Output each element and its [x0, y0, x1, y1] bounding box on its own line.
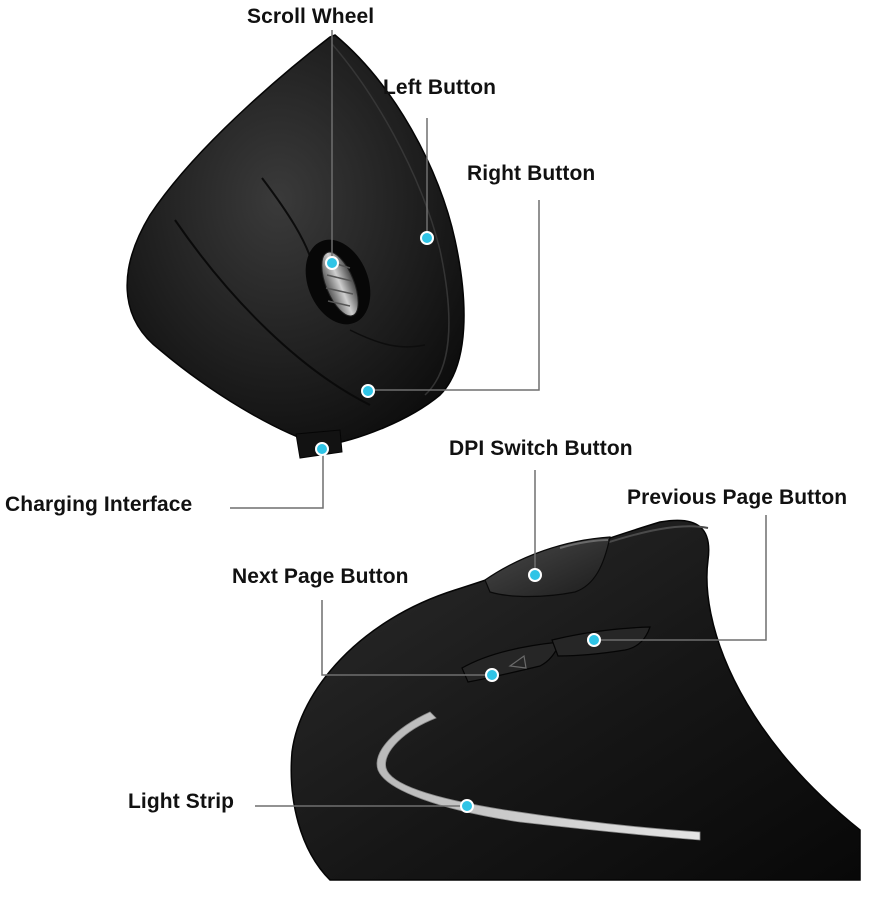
label-next-page-button: Next Page Button	[232, 565, 409, 589]
label-light-strip: Light Strip	[128, 790, 234, 814]
marker-previous-page	[588, 634, 600, 646]
label-left-button: Left Button	[383, 76, 496, 100]
label-charging-interface: Charging Interface	[5, 493, 192, 517]
label-right-button: Right Button	[467, 162, 595, 186]
marker-next-page	[486, 669, 498, 681]
label-scroll-wheel: Scroll Wheel	[247, 5, 374, 29]
marker-light-strip	[461, 800, 473, 812]
marker-scroll-wheel	[326, 257, 338, 269]
marker-dpi-switch	[529, 569, 541, 581]
marker-right-button	[362, 385, 374, 397]
marker-charging-interface	[316, 443, 328, 455]
leader-charging-interface	[230, 450, 323, 508]
label-previous-page-button: Previous Page Button	[627, 486, 847, 510]
label-dpi-switch-button: DPI Switch Button	[449, 437, 633, 461]
marker-left-button	[421, 232, 433, 244]
